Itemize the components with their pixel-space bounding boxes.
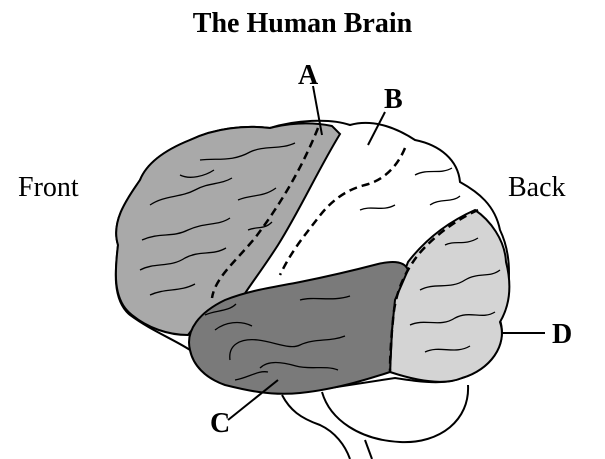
label-a: A — [298, 60, 319, 91]
label-d: D — [552, 319, 572, 350]
cerebellum — [322, 385, 468, 442]
label-b: B — [384, 84, 403, 115]
label-c: C — [210, 408, 230, 439]
brain-stem-line — [365, 440, 372, 459]
